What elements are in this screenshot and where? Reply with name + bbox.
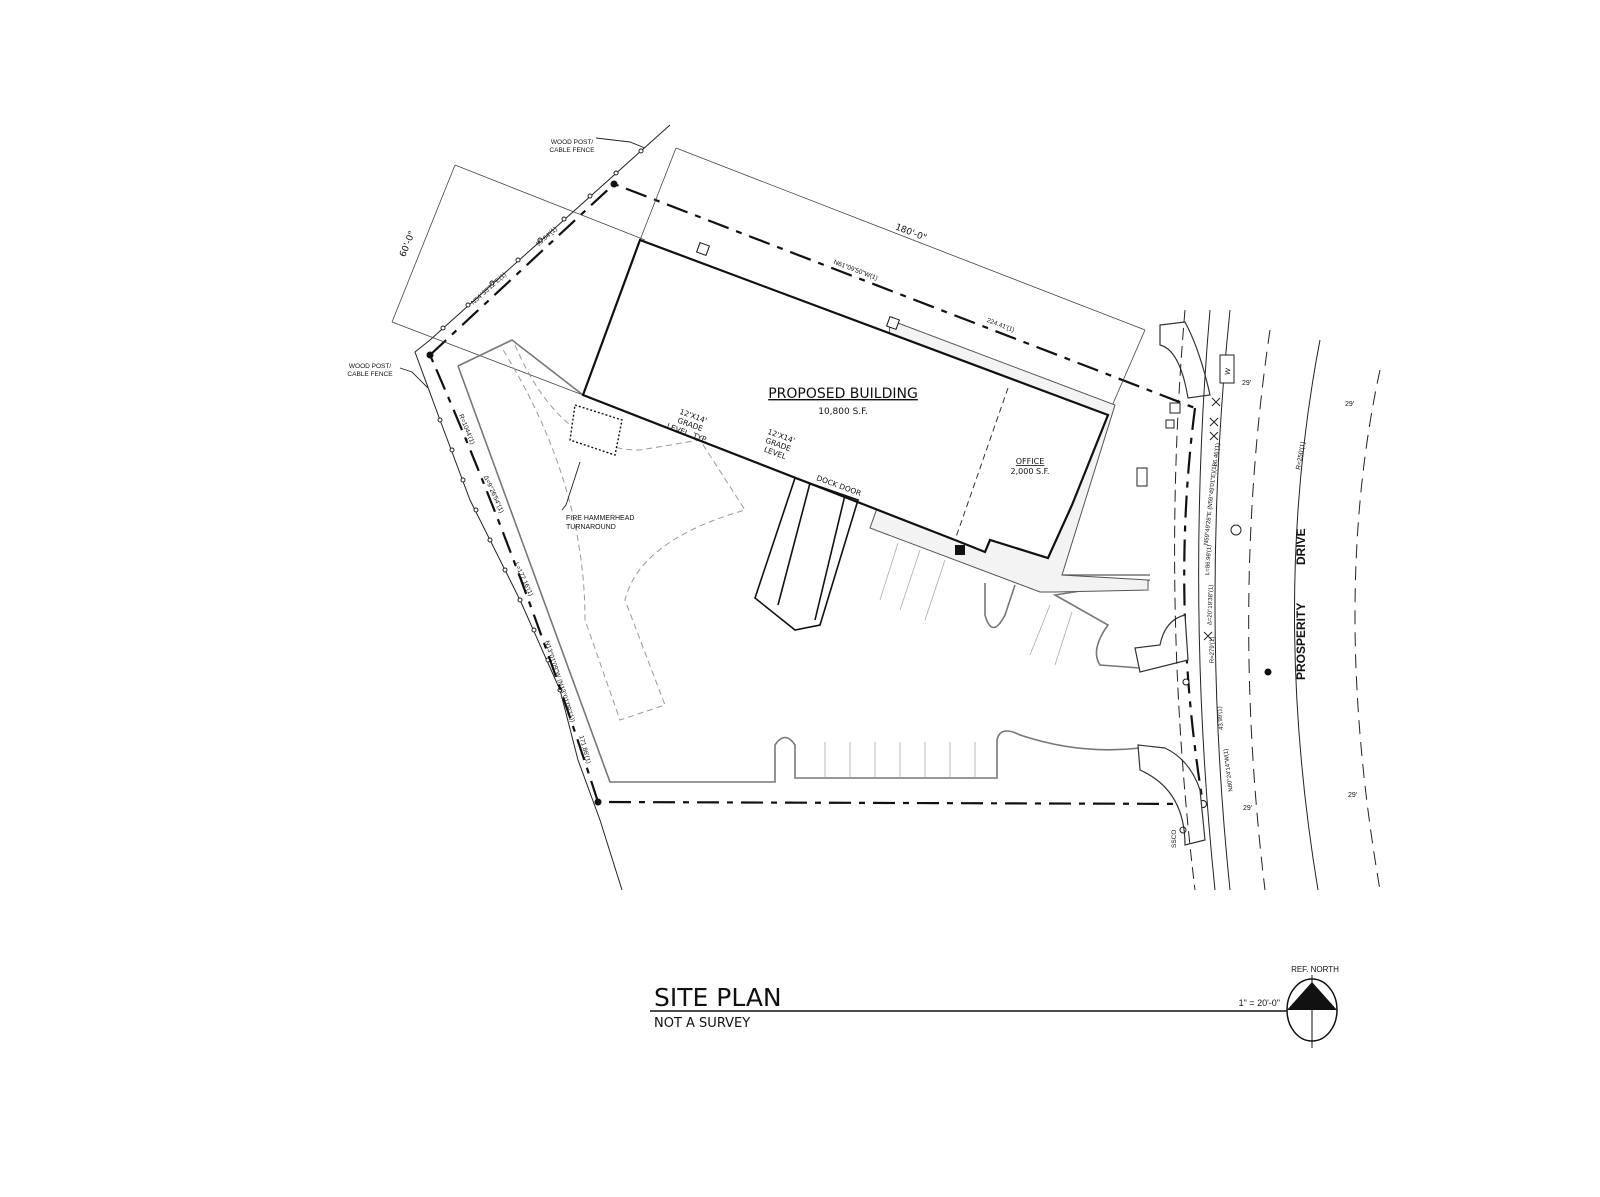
north-label: REF. NORTH <box>1291 965 1339 974</box>
arc-e: L=86.98'(1) <box>1205 545 1213 576</box>
road-name-2: DRIVE <box>1294 528 1308 565</box>
road-width-4: 29' <box>1348 792 1357 799</box>
sanitary-cleanout-icon <box>1179 826 1187 834</box>
dimension-lines <box>391 147 1146 416</box>
door-icon <box>695 241 711 257</box>
water-label: W <box>1225 367 1233 375</box>
fence-label-left-2: CABLE FENCE <box>347 371 393 378</box>
fence-posts <box>437 148 644 693</box>
depth-dimension: 60'-0" <box>398 230 417 259</box>
office-partition <box>954 387 1009 541</box>
length-dimension: 180'-0" <box>894 223 928 244</box>
fence-label-left: WOOD POST/ <box>349 363 391 370</box>
water-meter-box <box>1219 354 1235 384</box>
hammerhead-label: FIRE HAMMERHEAD <box>566 515 634 522</box>
bearing-e2: N80°24'14"W(1) <box>1223 748 1234 791</box>
road-centerpoint <box>1264 668 1272 676</box>
hammerhead-label-2: TURNAROUND <box>566 524 616 531</box>
length-e1: 86.46'(1) <box>1212 443 1221 467</box>
sanitary-label: SSCO <box>1171 830 1178 848</box>
road-width-1: 29' <box>1242 380 1251 387</box>
length-e2: 43.99'(1) <box>1217 706 1225 730</box>
delta-e: Δ=20°19'38"(1) <box>1207 585 1214 626</box>
radius-e: R=279'(1) <box>1210 637 1216 663</box>
road-width-2: 29' <box>1345 401 1354 408</box>
road-width-3: 29' <box>1243 805 1252 812</box>
manhole-icon <box>1230 524 1242 536</box>
parking-stalls <box>824 542 1073 778</box>
fence-label-top-2: CABLE FENCE <box>549 147 595 154</box>
road-radius: R=250'(1) <box>1295 441 1307 470</box>
loading-dock-ramp <box>754 476 859 631</box>
fence-line <box>414 124 671 891</box>
utility-box <box>955 545 965 555</box>
proposed-building <box>581 238 1110 560</box>
building-area: 10,800 S.F. <box>818 407 868 417</box>
driveway-aprons <box>1134 321 1211 846</box>
office-title: OFFICE <box>1016 457 1045 466</box>
water-valve-icons <box>1203 397 1221 641</box>
bearing-w: N13°01'09"W (N13°01'09"(1)) <box>543 640 577 724</box>
north-arrow <box>1286 975 1338 1048</box>
property-corner-e <box>1182 678 1190 686</box>
leader-lines <box>399 137 646 511</box>
fence-label-top: WOOD POST/ <box>551 139 593 146</box>
drawing-title: SITE PLAN <box>654 983 782 1012</box>
scale-label: 1" = 20'-0" <box>1239 998 1280 1008</box>
road-name-1: PROSPERITY <box>1294 603 1308 680</box>
office-area: 2,000 S.F. <box>1011 467 1050 476</box>
utility-structures <box>1136 402 1181 487</box>
drawing-subtitle: NOT A SURVEY <box>654 1016 750 1031</box>
prosperity-drive <box>1174 309 1381 891</box>
property-corners <box>426 180 618 806</box>
paved-area-outline <box>457 339 1151 783</box>
door-icon <box>885 315 901 331</box>
length-nw: 90.64'(1) <box>535 226 559 248</box>
dumpster-enclosure <box>569 404 623 456</box>
building-title: PROPOSED BUILDING <box>768 386 918 402</box>
length-w: 171.86'(1) <box>577 735 591 765</box>
length-n: 224.41'(1) <box>986 317 1016 334</box>
